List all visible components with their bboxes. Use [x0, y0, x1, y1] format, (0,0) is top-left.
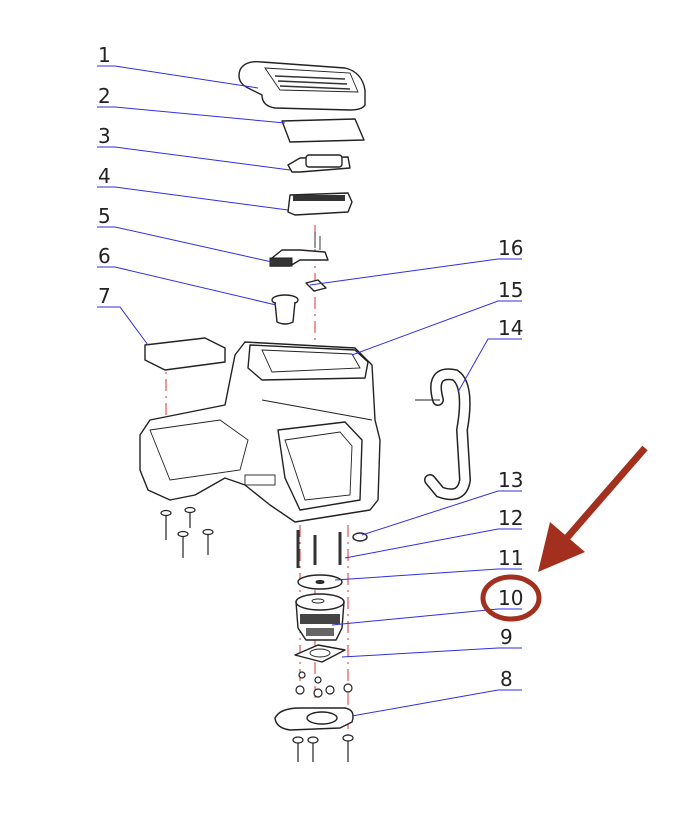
callout-4: 4: [98, 164, 111, 188]
leader-lines: [97, 65, 522, 717]
part-16-gasket: [305, 279, 327, 292]
part-2-plate: [281, 118, 365, 143]
arrow-head-icon: [538, 522, 585, 572]
screws-lower: [295, 671, 353, 698]
callout-10: 10: [498, 586, 523, 610]
callout-14: 14: [498, 316, 523, 340]
callout-7: 7: [98, 284, 111, 308]
part-8-base: [274, 707, 354, 731]
callout-3: 3: [98, 124, 111, 148]
screws-bottom: [292, 734, 354, 762]
part-7-lid: [144, 337, 226, 371]
callout-16: 16: [498, 236, 523, 260]
part-10-motor: [295, 593, 345, 641]
part-11-disc: [297, 574, 343, 590]
callout-9: 9: [500, 625, 513, 649]
part-12-rods: [296, 530, 342, 568]
main-body: [139, 341, 381, 523]
arrow-shaft: [562, 445, 648, 543]
callout-8: 8: [500, 667, 513, 691]
part-3-cap: [287, 154, 351, 173]
screws-left: [160, 506, 214, 558]
callout-1: 1: [98, 43, 111, 67]
part-4-housing: [287, 192, 353, 216]
part-5-bracket: [269, 232, 329, 267]
callout-5: 5: [98, 204, 111, 228]
part-9-gasket: [294, 644, 346, 663]
callout-labels: 1 2 3 4 5 6 7 8 9 10 11 12 13 14 15 16: [98, 43, 523, 691]
callout-11: 11: [498, 546, 523, 570]
callout-6: 6: [98, 244, 111, 268]
part-6-insert: [271, 294, 299, 325]
highlight-annotation: [480, 445, 648, 622]
highlight-circle: [480, 574, 542, 622]
part-1-top-cover: [238, 60, 366, 111]
callout-2: 2: [98, 84, 111, 108]
callout-15: 15: [498, 278, 523, 302]
callout-12: 12: [498, 506, 523, 530]
callout-13: 13: [498, 468, 523, 492]
